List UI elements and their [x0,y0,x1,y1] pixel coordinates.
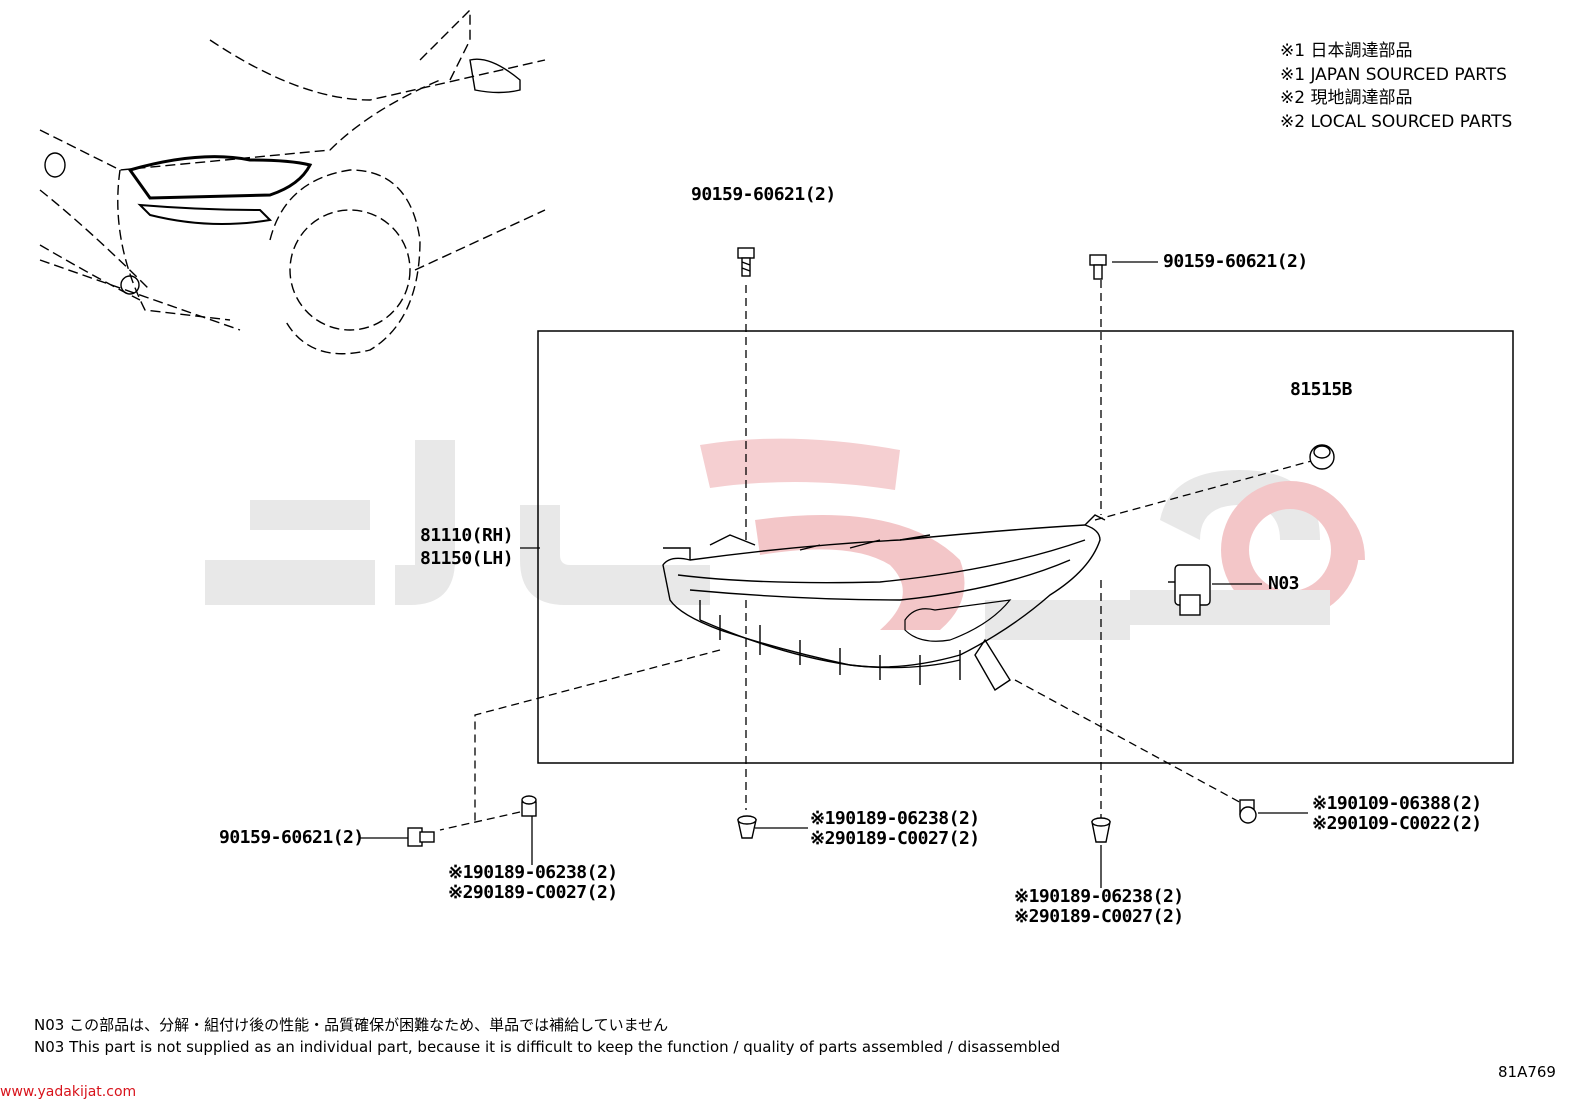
label-headlamp-rh: 81110(RH) [420,525,514,546]
legend-line: ※1 日本調達部品 [1280,41,1413,61]
label-clip-right-2: ※290189-C0027(2) [1014,906,1184,927]
watermark-site: www.yadakijat.com [0,1084,137,1100]
bolt-bottom-left-icon [407,827,435,847]
diagram-code: 81A769 [1498,1063,1556,1081]
label-bolt-bottom-left: 90159-60621(2) [219,827,364,848]
watermark-logo [205,438,1365,640]
screw-right-icon [1239,799,1257,824]
label-bolt-top-right: 90159-60621(2) [1163,251,1308,272]
label-headlamp-lh: 81150(LH) [420,548,514,569]
bolt-top-right-icon [1089,254,1107,280]
clip-right-icon [1091,817,1111,843]
clip-center-icon [737,815,757,839]
cover-cap-icon [1309,444,1335,470]
legend-line: ※2 LOCAL SOURCED PARTS [1280,111,1513,132]
note-english: N03 This part is not supplied as an indi… [34,1038,1061,1056]
guide-lines [439,280,1316,831]
label-bolt-top-left: 90159-60621(2) [691,184,836,205]
bolt-top-left-icon [737,247,755,277]
note-japanese: N03 この部品は、分解・組付け後の性能・品質確保が困難なため、単品では補給して… [34,1016,669,1034]
label-screw-right-1: ※190109-06388(2) [1312,793,1482,814]
assembly-box [537,330,1514,764]
label-screw-right-2: ※290109-C0022(2) [1312,813,1482,834]
label-clip-lower-left-2: ※290189-C0027(2) [448,882,618,903]
label-actuator: N03 [1268,573,1300,594]
legend-line: ※2 現地調達部品 [1280,88,1413,108]
legend: ※1 日本調達部品 ※1 JAPAN SOURCED PARTS ※2 現地調達… [1280,40,1512,134]
headlamp-assembly [662,514,1106,691]
label-cover: 81515B [1290,379,1353,400]
label-clip-right-1: ※190189-06238(2) [1014,886,1184,907]
actuator-icon [1168,564,1211,616]
label-clip-lower-left-1: ※190189-06238(2) [448,862,618,883]
fasteners [407,247,1335,847]
clip-lower-left-icon [521,795,537,817]
legend-line: ※1 JAPAN SOURCED PARTS [1280,64,1507,85]
leader-lines [360,261,1308,888]
vehicle-sketch [39,9,546,355]
label-clip-center-2: ※290189-C0027(2) [810,828,980,849]
label-clip-center-1: ※190189-06238(2) [810,808,980,829]
